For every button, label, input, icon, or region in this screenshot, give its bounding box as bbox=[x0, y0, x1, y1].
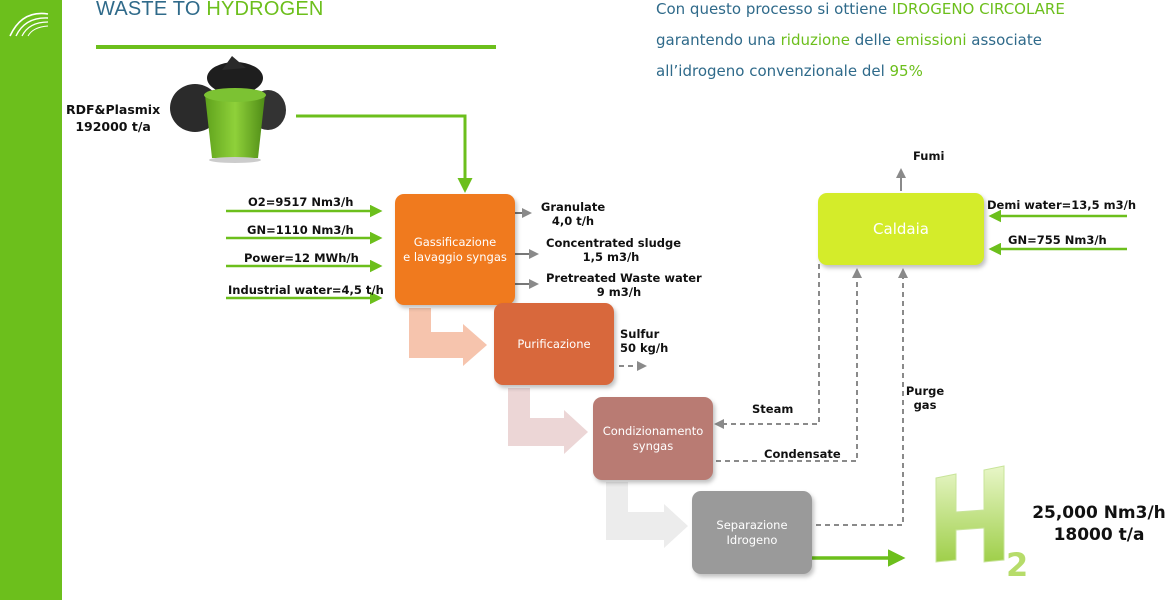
feed-line bbox=[296, 114, 473, 193]
condensate-label: Condensate bbox=[764, 447, 841, 461]
hydrogen-annual: 18000 t/a bbox=[1053, 525, 1145, 545]
company-logo-icon bbox=[9, 12, 49, 37]
intro-text-run: Con questo processo si ottiene bbox=[656, 0, 893, 18]
fumes-label: Fumi bbox=[913, 149, 945, 163]
separation-label-1: Separazione bbox=[716, 517, 788, 532]
hydrogen-output: 25,000 Nm3/h 18000 t/a bbox=[1028, 502, 1170, 546]
intro-line-3: all’idrogeno convenzionale del 95% bbox=[656, 56, 1156, 87]
separation-box: Separazione Idrogeno bbox=[692, 491, 812, 574]
feed-amount: 192000 t/a bbox=[75, 119, 151, 134]
output-label-granulate: Granulate 4,0 t/h bbox=[538, 200, 608, 228]
wastewater-name: Pretreated Waste water bbox=[546, 271, 702, 285]
title-part-2: HYDROGEN bbox=[206, 0, 324, 20]
intro-text-run: associate bbox=[966, 31, 1042, 49]
intro-text-run: all’idrogeno convenzionale del bbox=[656, 62, 890, 80]
title-underline bbox=[96, 45, 496, 49]
gasification-label-2: e lavaggio syngas bbox=[403, 249, 507, 264]
sludge-amount: 1,5 m3/h bbox=[582, 250, 640, 264]
sidebar bbox=[0, 0, 62, 600]
input-label-power: Power=12 MWh/h bbox=[244, 251, 359, 265]
sulfur-amount: 50 kg/h bbox=[620, 341, 669, 355]
output-label-sulfur: Sulfur 50 kg/h bbox=[620, 327, 668, 355]
purge-gas-line bbox=[816, 268, 908, 526]
input-label-o2: O2=9517 Nm3/h bbox=[248, 195, 354, 209]
boiler-box: Caldaia bbox=[818, 193, 984, 265]
purge-gas-label-2: gas bbox=[913, 398, 937, 412]
waste-bin-icon bbox=[170, 56, 286, 163]
purge-gas-label: Purge gas bbox=[903, 384, 947, 412]
flow-arrow-conditioning-to-separation bbox=[606, 482, 688, 548]
flow-arrow-gasification-to-purification bbox=[409, 308, 487, 366]
intro-text-run: garantendo una bbox=[656, 31, 781, 49]
flow-arrow-purification-to-conditioning bbox=[508, 388, 588, 454]
page-title: WASTE TO HYDROGEN bbox=[96, 0, 324, 21]
conditioning-label-2: syngas bbox=[632, 438, 674, 453]
purification-box: Purificazione bbox=[494, 303, 614, 385]
purge-gas-label-1: Purge bbox=[905, 384, 945, 398]
intro-line-1: Con questo processo si ottiene IDROGENO … bbox=[656, 0, 1156, 25]
intro-line-2: garantendo una riduzione delle emissioni… bbox=[656, 25, 1156, 56]
gasification-box: Gassificazione e lavaggio syngas bbox=[395, 194, 515, 305]
purification-label: Purificazione bbox=[517, 336, 591, 351]
input-label-water: Industrial water=4,5 t/h bbox=[228, 283, 384, 297]
feed-label: RDF&Plasmix 192000 t/a bbox=[66, 101, 160, 135]
title-part-1: WASTE TO bbox=[96, 0, 207, 20]
granulate-name: Granulate bbox=[540, 200, 606, 214]
hydrogen-h2-icon: 2 bbox=[935, 465, 1028, 584]
input-label-gn: GN=1110 Nm3/h bbox=[247, 223, 354, 237]
conditioning-box: Condizionamento syngas bbox=[593, 397, 713, 480]
output-label-wastewater: Pretreated Waste water 9 m3/h bbox=[546, 271, 702, 299]
intro-highlight: 95% bbox=[889, 62, 923, 80]
output-label-sludge: Concentrated sludge 1,5 m3/h bbox=[546, 236, 682, 264]
separation-label-2: Idrogeno bbox=[726, 532, 778, 547]
intro-text: Con questo processo si ottiene IDROGENO … bbox=[656, 0, 1156, 87]
steam-label: Steam bbox=[752, 402, 794, 416]
demi-water-label: Demi water=13,5 m3/h bbox=[987, 198, 1137, 212]
boiler-gn-label: GN=755 Nm3/h bbox=[1008, 233, 1107, 247]
hydrogen-flow: 25,000 Nm3/h bbox=[1032, 503, 1166, 523]
conditioning-label-1: Condizionamento bbox=[602, 423, 704, 438]
intro-highlight: IDROGENO CIRCOLARE bbox=[892, 0, 1065, 18]
gasification-label-1: Gassificazione bbox=[413, 234, 497, 249]
sludge-name: Concentrated sludge bbox=[546, 236, 682, 250]
steam-line bbox=[714, 264, 820, 429]
h2-subscript: 2 bbox=[1006, 546, 1028, 584]
intro-highlight: emissioni bbox=[895, 31, 967, 49]
wastewater-amount: 9 m3/h bbox=[596, 285, 642, 299]
intro-highlight: riduzione bbox=[780, 31, 850, 49]
granulate-amount: 4,0 t/h bbox=[551, 214, 595, 228]
feed-name: RDF&Plasmix bbox=[66, 102, 161, 117]
condensate-line bbox=[716, 268, 862, 462]
boiler-label: Caldaia bbox=[873, 219, 929, 238]
intro-text-run: delle bbox=[849, 31, 896, 49]
sulfur-name: Sulfur bbox=[620, 327, 660, 341]
